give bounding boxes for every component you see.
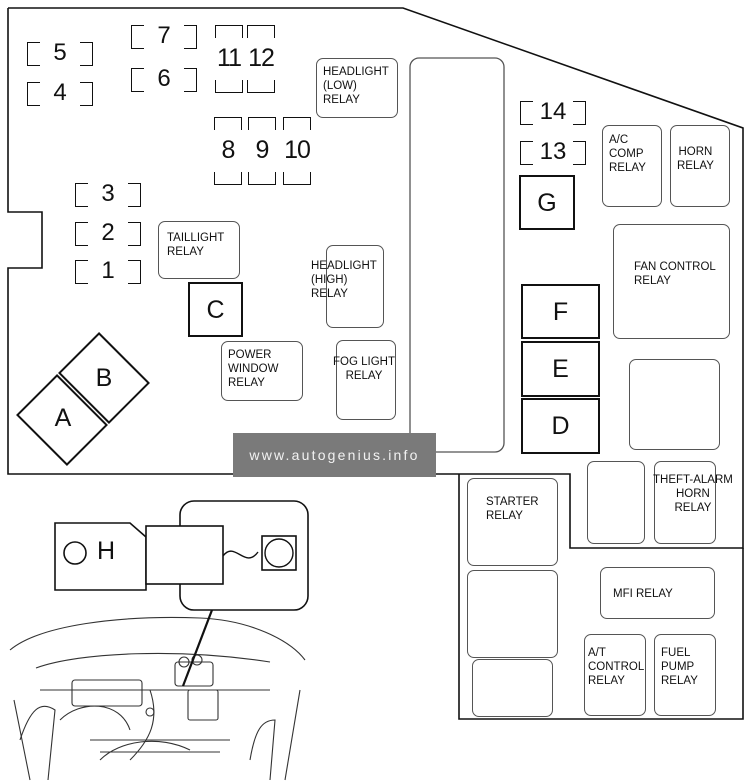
fuse-3: 3: [75, 180, 141, 207]
fuse-13: 13: [520, 138, 586, 165]
fuse-number: 2: [101, 219, 115, 246]
fuse-14: 14: [520, 98, 586, 125]
relay-label: FUEL PUMP RELAY: [661, 647, 698, 687]
fuse-5: 5: [27, 39, 93, 66]
relay-label: FAN CONTROL RELAY: [634, 261, 716, 287]
fuse-10: 10: [283, 117, 311, 185]
ac-comp-relay: A/C COMP RELAY: [602, 125, 662, 207]
fuse-11: 11: [215, 25, 243, 93]
mfi-relay: MFI RELAY: [600, 567, 715, 619]
fuse-e: E: [521, 341, 600, 397]
fuse-letter: G: [537, 189, 557, 217]
fuse-number: 9: [255, 136, 270, 164]
relay-label: MFI RELAY: [613, 588, 673, 600]
relay-label: POWER WINDOW RELAY: [228, 349, 279, 389]
relay-slot-empty: [587, 461, 645, 544]
fuse-number: 12: [248, 44, 275, 72]
fuse-8: 8: [214, 117, 242, 185]
relay-slot-empty: [629, 359, 720, 450]
fuse-2: 2: [75, 219, 141, 246]
fusible-link-h-label: H: [97, 537, 116, 565]
fuse-d: D: [521, 398, 600, 454]
fuse-number: 13: [539, 138, 567, 165]
headlight-low-relay: HEADLIGHT (LOW) RELAY: [316, 58, 398, 118]
engine-bay-sketch: [9, 616, 306, 781]
fuse-f: F: [521, 284, 600, 339]
fuse-letter: E: [552, 355, 569, 383]
relay-label: A/T CONTROL RELAY: [588, 647, 645, 687]
fuse-1: 1: [75, 257, 141, 284]
fuse-number: 11: [217, 44, 242, 72]
fuse-number: 8: [221, 136, 236, 164]
relay-label: A/C COMP RELAY: [609, 134, 646, 174]
relay-label: FOG LIGHT RELAY: [333, 356, 395, 382]
fuse-letter: D: [551, 412, 570, 440]
starter-relay: STARTER RELAY: [467, 478, 558, 566]
at-control-relay: A/T CONTROL RELAY: [584, 634, 646, 716]
fuse-letter: C: [206, 296, 225, 324]
relay-label: HEADLIGHT (HIGH) RELAY: [311, 260, 377, 300]
watermark: www.autogenius.info: [233, 433, 436, 477]
relay-slot-empty: [467, 570, 558, 658]
fuse-4: 4: [27, 79, 93, 106]
fuse-number: 6: [157, 65, 171, 92]
fuse-c: C: [188, 282, 243, 337]
fuse-6: 6: [131, 65, 197, 92]
horn-relay: HORN RELAY: [670, 125, 730, 207]
fuse-number: 5: [53, 39, 67, 66]
fuse-letter: B: [95, 364, 113, 392]
fuse-number: 14: [539, 98, 567, 125]
fuse-number: 3: [101, 180, 115, 207]
fan-control-relay: FAN CONTROL RELAY: [613, 224, 730, 339]
fuse-g: G: [519, 175, 575, 230]
fuel-pump-relay: FUEL PUMP RELAY: [654, 634, 716, 716]
relay-label: STARTER RELAY: [486, 496, 539, 522]
fuse-9: 9: [248, 117, 276, 185]
fuse-number: 7: [157, 22, 171, 49]
relay-label: HORN RELAY: [677, 146, 714, 172]
relay-label: HEADLIGHT (LOW) RELAY: [323, 66, 389, 106]
fuse-number: 10: [284, 136, 311, 164]
fuse-12: 12: [247, 25, 275, 93]
fuse-letter: A: [54, 404, 72, 432]
fuse-letter: F: [552, 298, 569, 326]
fuse-number: 1: [101, 257, 115, 284]
headlight-high-relay: HEADLIGHT (HIGH) RELAY: [311, 245, 384, 328]
fuse-7: 7: [131, 22, 197, 49]
fog-light-relay: FOG LIGHT RELAY: [333, 340, 396, 420]
taillight-relay: TAILLIGHT RELAY: [158, 221, 240, 279]
relay-slot-empty: [472, 659, 553, 717]
power-window-relay: POWER WINDOW RELAY: [221, 341, 303, 401]
fuse-number: 4: [53, 79, 67, 106]
relay-label: THEFT-ALARM HORN RELAY: [653, 474, 733, 514]
relay-label: TAILLIGHT RELAY: [167, 232, 225, 258]
theft-alarm-horn-relay: THEFT-ALARM HORN RELAY: [653, 461, 733, 544]
